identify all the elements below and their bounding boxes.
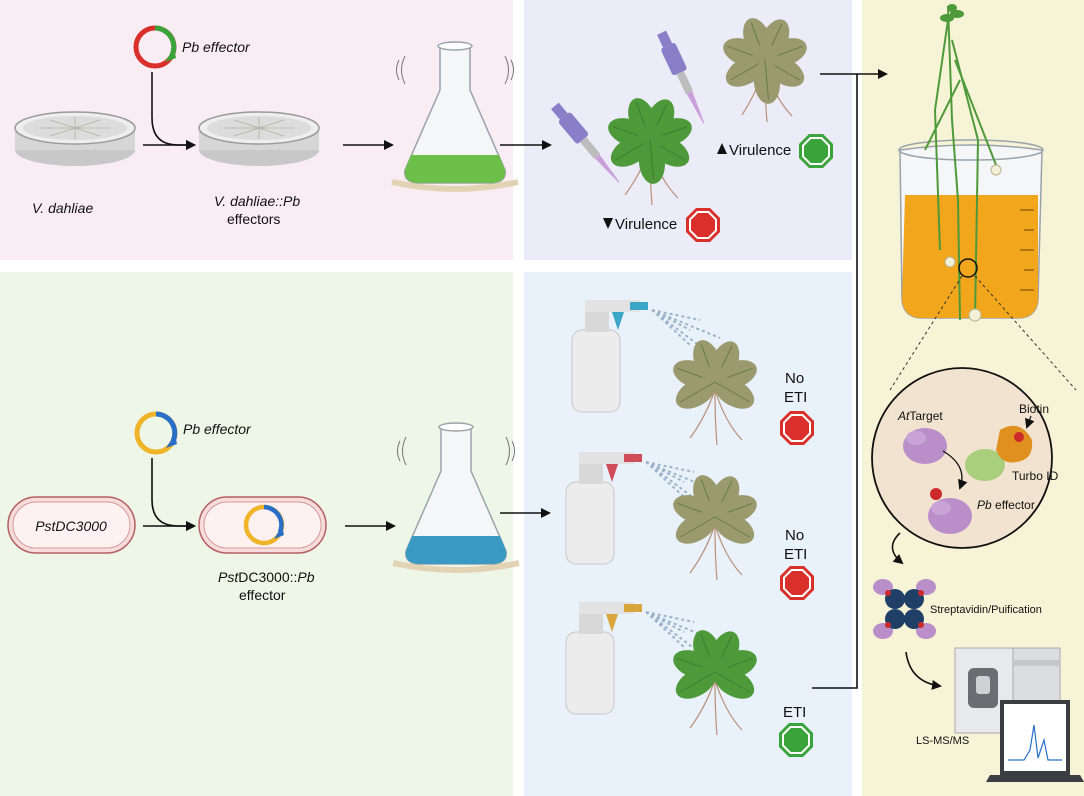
dish1-label: V. dahliae [32,200,93,216]
virulence-up-label: Virulence [729,142,791,159]
effector-label: Pb effector [977,498,1035,512]
plasmid-icon [243,504,285,546]
stop-sign-icon [779,410,815,446]
beaker-icon [898,139,1044,319]
biotin-label: Biotin [1019,402,1049,416]
plant-icon [668,470,762,581]
dish2-label-line2: effectors [227,211,280,227]
top-plasmid-label: Pb effector [182,39,251,55]
arrow-to-lcms [905,651,942,690]
stop-sign-icon [779,565,815,601]
result2-line2: ETI [784,546,807,563]
cell2-label-line1: PstDC3000::Pb [218,569,315,585]
plant-icon [924,4,1002,322]
plasmid-icon [133,25,177,69]
octagon-ok-icon [798,133,834,169]
zoom-lines [889,275,1077,391]
bottom-plasmid-label: Pb effector [183,421,252,437]
virulence-down-label: Virulence [615,216,677,233]
laptop-icon [986,700,1084,782]
plant-icon [668,335,762,446]
dish2-label-line1: V. dahliae::Pb [214,193,300,209]
octagon-ok-icon [778,722,814,758]
binding-arrow [942,450,968,490]
streptavidin-label: Streptavidin/Puification [930,604,1042,616]
spray-mist [645,611,715,653]
petri-dish-icon [14,111,136,166]
arrow-circle-to-streptavidin [891,532,904,565]
protein-icon [903,428,947,464]
flask-icon [391,41,519,192]
lcms-label: LS-MS/MS [916,735,969,747]
plant-icon [603,93,697,206]
spray-mist [651,309,721,351]
connector-to-right-panel [812,74,858,689]
spray-bottle-icon [565,602,642,715]
spray-bottle-icon [565,452,642,565]
bacterium-cell-icon [7,496,136,554]
biotin-icon [1014,432,1024,442]
petri-dish-icon [198,111,320,166]
plant-icon [718,13,812,123]
bacterium-cell-icon [198,496,327,554]
protein-icon [928,488,972,534]
result2-line1: No [785,527,804,544]
arrow-up-icon [717,143,727,154]
cell1-label: PstDC3000 [35,518,107,534]
pipette-icon [551,102,620,183]
streptavidin-icon [873,579,936,639]
target-label: AtTarget [897,409,943,423]
result3-line1: ETI [783,704,806,721]
turbo-label: Turbo ID [1012,469,1059,483]
spray-bottle-icon [571,300,648,413]
cell2-label-line2: effector [239,587,286,603]
zoom-circle [871,367,1053,549]
biotin-arrow [1025,415,1035,429]
pipette-icon [657,30,705,124]
stop-sign-icon [685,207,721,243]
plant-icon [668,625,762,736]
result1-line1: No [785,370,804,387]
effector-protein-icon [965,449,1005,481]
arrow-down-icon [603,218,613,229]
flask-icon [392,422,520,573]
plasmid-icon [134,411,178,455]
spray-mist [645,461,715,503]
result1-line2: ETI [784,389,807,406]
